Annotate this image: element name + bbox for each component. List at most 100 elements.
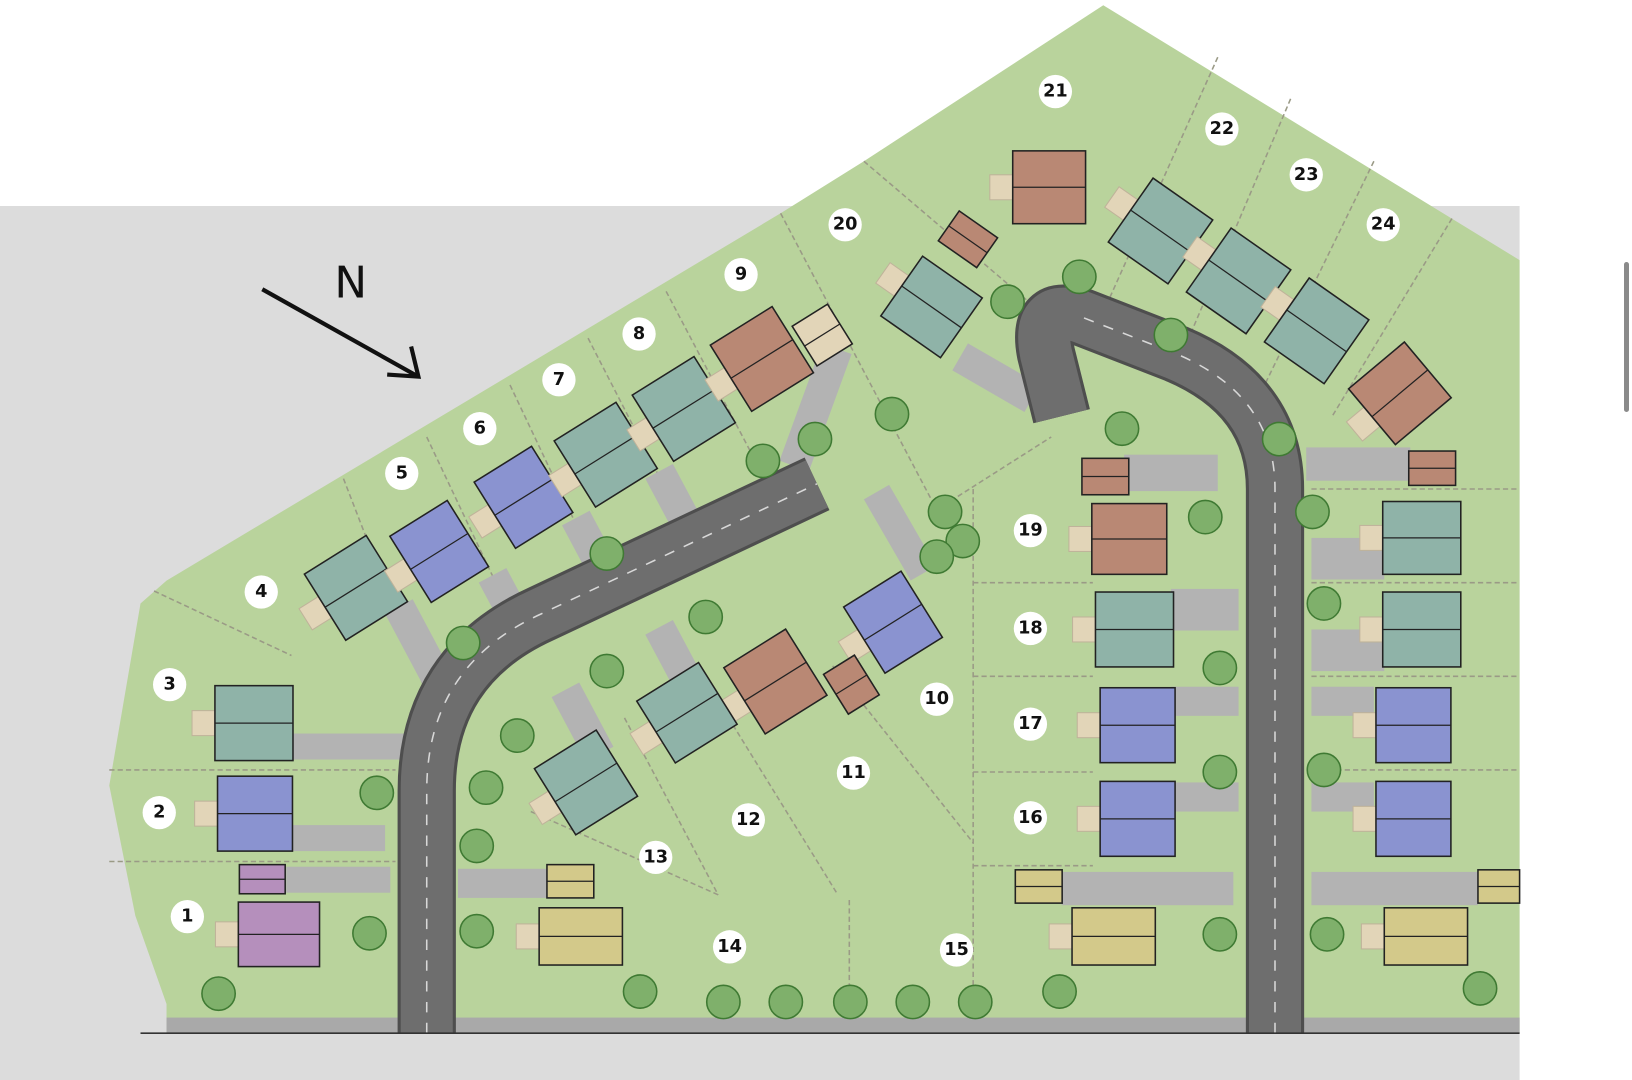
plot-label-8: 8 bbox=[622, 317, 656, 351]
plot-boundary-line bbox=[779, 212, 938, 511]
driveway bbox=[457, 868, 552, 898]
driveway bbox=[281, 825, 386, 852]
house bbox=[515, 907, 624, 966]
plot-number: 13 bbox=[643, 847, 668, 867]
house bbox=[629, 661, 739, 764]
tree-icon bbox=[768, 984, 804, 1020]
tree-icon bbox=[1202, 916, 1238, 952]
tree-icon bbox=[874, 396, 910, 432]
plot-boundary-line bbox=[727, 717, 839, 896]
tree-icon bbox=[1187, 499, 1223, 535]
road-west-centerline bbox=[425, 483, 818, 1034]
house bbox=[1359, 500, 1462, 576]
driveway bbox=[1124, 454, 1218, 492]
tree-icon bbox=[705, 984, 741, 1020]
plot-label-19: 19 bbox=[1013, 513, 1048, 548]
tree-icon bbox=[990, 284, 1025, 320]
garage bbox=[546, 863, 595, 899]
plot-number: 5 bbox=[396, 463, 408, 483]
tree-icon bbox=[589, 536, 625, 571]
house bbox=[1072, 591, 1175, 668]
plot-label-24: 24 bbox=[1366, 208, 1400, 242]
plot-number: 24 bbox=[1371, 215, 1396, 235]
garage bbox=[1477, 869, 1521, 904]
tree-icon bbox=[1202, 650, 1238, 686]
north-arrow: N bbox=[261, 258, 422, 379]
plot-label-5: 5 bbox=[385, 456, 419, 491]
plot-boundary-line bbox=[426, 436, 522, 636]
house bbox=[875, 255, 984, 359]
driveway bbox=[1306, 447, 1411, 481]
plot-boundary-line bbox=[153, 590, 292, 657]
north-label: N bbox=[334, 258, 367, 309]
garage bbox=[1081, 457, 1130, 496]
plot-label-9: 9 bbox=[724, 258, 758, 292]
tree-icon bbox=[359, 775, 395, 811]
tree-icon bbox=[1042, 974, 1077, 1009]
plot-label-23: 23 bbox=[1289, 158, 1323, 192]
plot-label-10: 10 bbox=[920, 682, 954, 716]
garage bbox=[791, 303, 854, 367]
plot-number: 8 bbox=[633, 324, 645, 344]
house bbox=[298, 534, 409, 642]
plot-boundary-line bbox=[936, 436, 1052, 511]
vertical-scrollbar[interactable] bbox=[1624, 262, 1629, 412]
house bbox=[1076, 780, 1176, 858]
house bbox=[1068, 502, 1168, 576]
plot-label-4: 4 bbox=[244, 575, 278, 609]
plot-boundary-line bbox=[587, 337, 688, 531]
tree-icon bbox=[352, 915, 387, 951]
garage bbox=[937, 209, 999, 269]
tree-icon bbox=[1306, 586, 1342, 621]
plot-number: 12 bbox=[736, 810, 761, 830]
tree-icon bbox=[201, 976, 237, 1012]
tree-icon bbox=[895, 984, 931, 1020]
driveway bbox=[291, 733, 406, 760]
tree-icon bbox=[1104, 411, 1140, 447]
driveway bbox=[286, 866, 391, 893]
house bbox=[1260, 276, 1370, 385]
tree-icon bbox=[832, 984, 868, 1020]
plot-label-3: 3 bbox=[153, 667, 187, 702]
tree-icon bbox=[622, 974, 658, 1009]
tree-icon bbox=[797, 421, 833, 457]
plot-number: 1 bbox=[181, 907, 193, 927]
house bbox=[1104, 177, 1214, 285]
garage bbox=[822, 654, 881, 716]
house bbox=[383, 499, 490, 604]
plot-label-17: 17 bbox=[1013, 707, 1048, 741]
house bbox=[528, 728, 639, 836]
house bbox=[1352, 780, 1452, 858]
plot-label-11: 11 bbox=[836, 756, 871, 790]
plot-number: 6 bbox=[474, 419, 486, 439]
plot-number: 19 bbox=[1018, 521, 1043, 541]
houses bbox=[191, 150, 1521, 968]
tree-icon bbox=[919, 539, 955, 575]
driveway bbox=[1311, 686, 1374, 716]
plot-label-16: 16 bbox=[1013, 801, 1048, 835]
tree-icon bbox=[1295, 494, 1330, 530]
plot-number: 2 bbox=[153, 803, 165, 823]
tree-icon bbox=[1061, 259, 1097, 295]
house bbox=[1048, 907, 1157, 966]
plot-number: 11 bbox=[841, 763, 866, 783]
house bbox=[1345, 340, 1453, 446]
plot-number: 9 bbox=[735, 265, 747, 285]
house bbox=[1352, 686, 1452, 764]
garage bbox=[1407, 450, 1457, 487]
plot-number: 4 bbox=[255, 582, 267, 602]
driveway bbox=[1311, 871, 1478, 906]
tree-icon bbox=[589, 653, 625, 689]
trees bbox=[201, 259, 1498, 1020]
tree-icon bbox=[745, 443, 781, 479]
plot-boundary-line bbox=[1331, 218, 1453, 417]
plot-number: 20 bbox=[833, 215, 858, 235]
tree-icon bbox=[499, 718, 535, 754]
plot-label-1: 1 bbox=[170, 900, 204, 934]
plot-number: 17 bbox=[1018, 714, 1043, 734]
tree-icon bbox=[459, 828, 495, 864]
plot-label-2: 2 bbox=[142, 795, 176, 830]
plot-number: 16 bbox=[1018, 808, 1043, 828]
house bbox=[214, 901, 321, 968]
plot-label-13: 13 bbox=[639, 840, 673, 874]
